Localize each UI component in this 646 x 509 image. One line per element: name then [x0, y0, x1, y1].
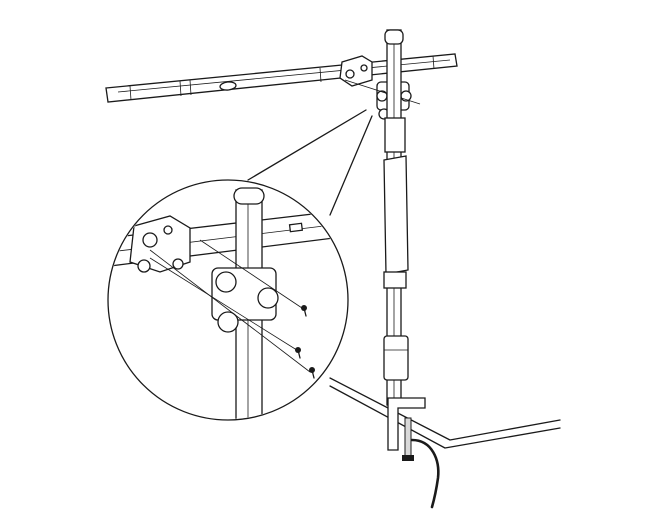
- screw: [295, 347, 301, 359]
- vertical-pole: [383, 29, 409, 406]
- desk-edge: [329, 377, 561, 449]
- screw: [301, 305, 307, 317]
- desk-clamp: [387, 397, 426, 461]
- cable: [410, 438, 440, 509]
- detail-magnifier: [107, 179, 349, 421]
- screw: [309, 367, 315, 379]
- callout-lines: [247, 109, 373, 216]
